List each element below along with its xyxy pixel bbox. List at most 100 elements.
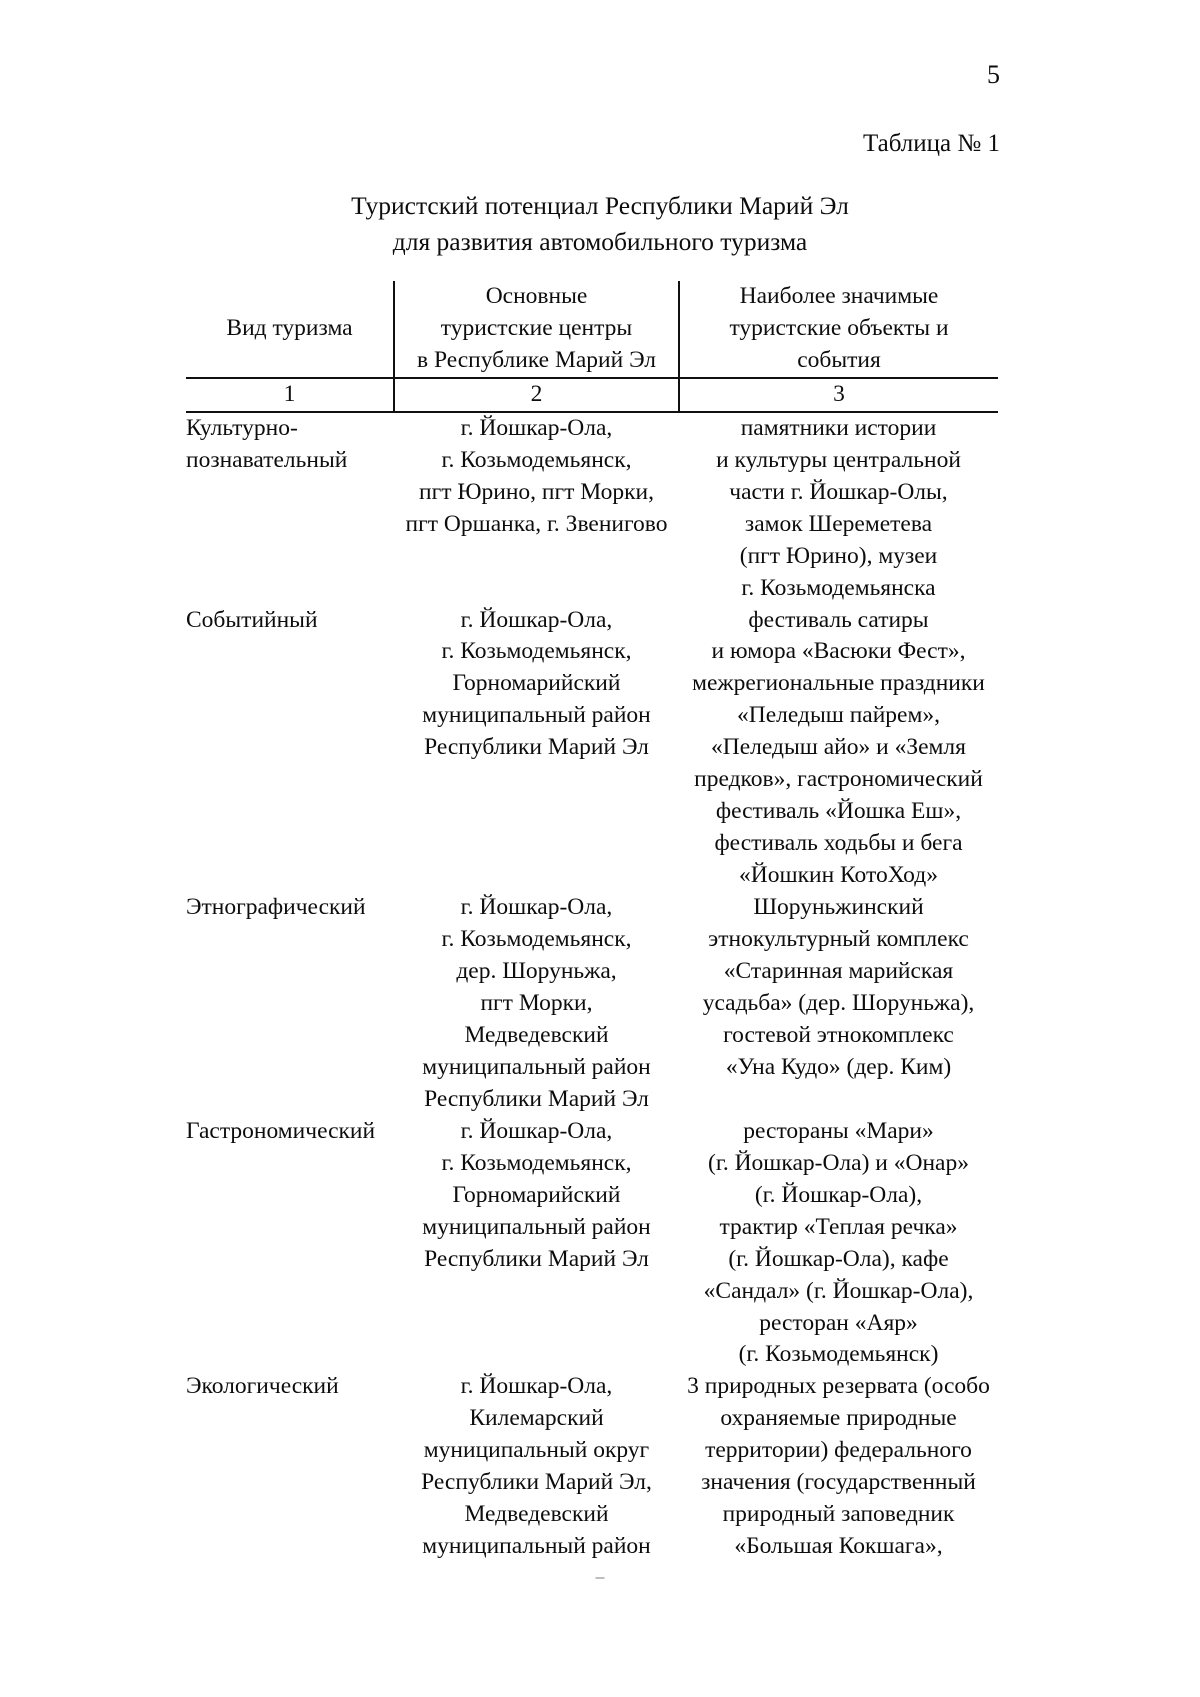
row-4-objects: 3 природных резервата (особо охраняемые … <box>679 1371 998 1563</box>
row-2-type: Этнографический <box>186 892 394 1116</box>
text-line: и юмора «Васюки Фест», <box>711 638 966 665</box>
text-line: Этнографический <box>186 894 366 921</box>
text-line: «Пеледыш пайрем», <box>737 702 940 729</box>
text-line: фестиваль ходьбы и бега <box>714 830 963 857</box>
header-label-objects-3: события <box>797 346 881 373</box>
text-line: территории) федерального <box>705 1437 972 1464</box>
text-line: Событийный <box>186 606 318 633</box>
text-line: (г. Йошкар-Ола) и «Онар» <box>708 1149 969 1176</box>
header-label-centers-1: Основные <box>485 283 588 309</box>
column-number-3: 3 <box>678 376 998 413</box>
text-line: муниципальный район <box>422 702 651 729</box>
text-line: г. Козьмодемьянска <box>741 574 936 601</box>
text-line: «Старинная марийская <box>723 958 954 985</box>
table-row: Этнографический г. Йошкар-Ола, г. Козьмо… <box>186 892 998 1116</box>
text-line: познавательный <box>186 446 348 473</box>
header-label-type: Вид туризма <box>226 314 353 341</box>
text-line: этнокультурный комплекс <box>708 926 969 953</box>
row-2-centers: г. Йошкар-Ола, г. Козьмодемьянск, дер. Ш… <box>394 892 679 1116</box>
text-line: природный заповедник <box>722 1501 955 1528</box>
text-line: г. Йошкар-Ола, <box>460 414 613 441</box>
table-row: Культурно- познавательный г. Йошкар-Ола,… <box>186 412 998 605</box>
table-row: Гастрономический г. Йошкар-Ола, г. Козьм… <box>186 1116 998 1372</box>
text-line: предков», гастрономический <box>694 766 983 793</box>
header-label-centers-3: в Республике Марий Эл <box>416 346 657 373</box>
text-line: муниципальный район <box>422 1053 651 1080</box>
text-line: памятники истории <box>740 414 937 441</box>
row-3-objects: рестораны «Мари» (г. Йошкар-Ола) и «Онар… <box>679 1116 998 1372</box>
text-line: г. Козьмодемьянск, <box>441 446 632 473</box>
text-line: межрегиональные праздники <box>692 670 985 697</box>
row-0-centers: г. Йошкар-Ола, г. Козьмодемьянск, пгт Юр… <box>394 412 679 605</box>
text-line: (пгт Юрино), музеи <box>739 542 938 569</box>
text-line: пгт Оршанка, г. Звенигово <box>405 510 668 537</box>
table-row: Событийный г. Йошкар-Ола, г. Козьмодемья… <box>186 605 998 893</box>
column-number-2: 2 <box>393 376 679 413</box>
row-4-type: Экологический <box>186 1371 394 1563</box>
text-line: Шоруньжинский <box>753 894 924 921</box>
page-number: 5 <box>987 60 1000 89</box>
text-line: (г. Козьмодемьянск) <box>738 1341 939 1368</box>
text-line: «Пеледыш айо» и «Земля <box>711 734 966 761</box>
header-cell-type: Вид туризма <box>186 281 394 378</box>
tourism-potential-table: Вид туризма Основные туристские центры в… <box>186 281 998 1563</box>
table-column-number-row: 1 2 3 <box>186 376 998 413</box>
text-line: значения (государственный <box>701 1469 976 1496</box>
text-line: муниципальный район <box>422 1213 651 1240</box>
text-line: пгт Морки, <box>480 989 593 1016</box>
text-line: Республики Марий Эл, <box>421 1469 652 1496</box>
row-1-centers: г. Йошкар-Ола, г. Козьмодемьянск, Горном… <box>394 605 679 893</box>
row-3-type: Гастрономический <box>186 1116 394 1372</box>
text-line: г. Йошкар-Ола, <box>460 894 613 921</box>
table-row: Экологический г. Йошкар-Ола, Килемарский… <box>186 1371 998 1563</box>
text-line: муниципальный район <box>422 1533 651 1560</box>
text-line: Горномарийский <box>452 670 621 697</box>
title-line-1: Туристский потенциал Республики Марий Эл <box>351 191 849 220</box>
text-line: гостевой этнокомплекс <box>723 1021 954 1048</box>
row-1-objects: фестиваль сатиры и юмора «Васюки Фест», … <box>679 605 998 893</box>
text-line: части г. Йошкар-Олы, <box>729 478 948 505</box>
text-line: «Большая Кокшага», <box>734 1533 943 1560</box>
text-line: дер. Шоруньжа, <box>456 958 617 985</box>
header-cell-centers: Основные туристские центры в Республике … <box>393 281 679 378</box>
header-cell-objects: Наиболее значимые туристские объекты и с… <box>678 281 998 378</box>
row-1-type: Событийный <box>186 605 394 893</box>
text-line: г. Козьмодемьянск, <box>441 926 632 953</box>
text-line: Килемарский <box>469 1405 604 1432</box>
page-bottom-mark <box>595 1577 605 1579</box>
text-line: г. Йошкар-Ола, <box>460 1373 613 1400</box>
text-line: Гастрономический <box>186 1117 376 1144</box>
text-line: Республики Марий Эл <box>424 1085 649 1112</box>
text-line: охраняемые природные <box>720 1405 957 1432</box>
text-line: фестиваль сатиры <box>748 606 929 633</box>
header-label-objects-2: туристские объекты и <box>729 314 949 341</box>
header-label-objects-1: Наиболее значимые <box>739 283 939 309</box>
text-line: «Сандал» (г. Йошкар-Ола), <box>703 1277 974 1304</box>
text-line: фестиваль «Йошка Еш», <box>715 798 962 825</box>
title-line-2: для развития автомобильного туризма <box>392 227 808 257</box>
text-line: Республики Марий Эл <box>424 1245 649 1272</box>
text-line: Медведевский <box>464 1021 609 1048</box>
text-line: муниципальный округ <box>423 1437 650 1464</box>
column-number-1: 1 <box>186 376 394 413</box>
tourism-table-wrapper: Вид туризма Основные туристские центры в… <box>186 281 998 1563</box>
table-header-row: Вид туризма Основные туристские центры в… <box>186 281 998 378</box>
text-line: 3 природных резервата (особо <box>687 1373 990 1400</box>
text-line: (г. Йошкар-Ола), <box>754 1181 923 1208</box>
text-line: ресторан «Аяр» <box>759 1309 918 1336</box>
text-line: замок Шереметева <box>744 510 933 537</box>
text-line: г. Козьмодемьянск, <box>441 638 632 665</box>
text-line: усадьба» (дер. Шоруньжа), <box>702 989 975 1016</box>
text-line: Медведевский <box>464 1501 609 1528</box>
header-label-centers-2: туристские центры <box>440 314 633 341</box>
text-line: (г. Йошкар-Ола), кафе <box>728 1245 949 1272</box>
row-0-type: Культурно- познавательный <box>186 412 394 605</box>
text-line: Экологический <box>186 1373 339 1400</box>
text-line: Горномарийский <box>452 1181 621 1208</box>
row-3-centers: г. Йошкар-Ола, г. Козьмодемьянск, Горном… <box>394 1116 679 1372</box>
text-line: «Йошкин КотоХод» <box>739 862 938 889</box>
text-line: пгт Юрино, пгт Морки, <box>419 478 654 505</box>
row-4-centers: г. Йошкар-Ола, Килемарский муниципальный… <box>394 1371 679 1563</box>
row-0-objects: памятники истории и культуры центральной… <box>679 412 998 605</box>
text-line: Республики Марий Эл <box>424 734 649 761</box>
